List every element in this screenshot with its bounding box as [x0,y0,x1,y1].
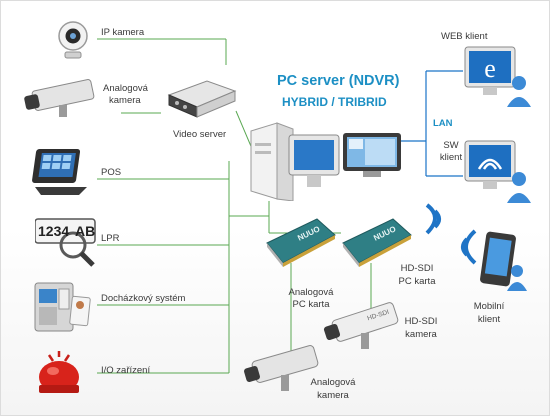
mobile-client-label-2: klient [477,314,501,325]
hdsdi-pc-card-icon: NUUO [339,213,415,274]
lpr-plate-number: 1234 [38,223,70,239]
svg-text:e: e [484,54,496,83]
lpr-plate-letters: AB [75,223,96,239]
web-client-icon: e [463,45,535,116]
wifi-signal-icon [421,201,451,242]
pos-terminal-icon [31,145,91,202]
analog-card-label-1: Analogová [288,287,334,298]
attendance-terminal-icon [31,281,93,340]
lpr-label: LPR [101,233,120,244]
server-monitor-icon [341,131,403,184]
analog-camera-top-label-2: kamera [109,95,141,106]
diagram-title: PC server (NDVR) [277,73,400,89]
attendance-label: Docházkový systém [101,293,186,304]
line-video-server-to-pc [235,110,254,152]
sw-client-label-2: klient [439,152,463,163]
video-server-icon [163,73,239,126]
hdsdi-camera-label-1: HD-SDI [404,316,438,327]
analog-card-label-2: PC karta [292,299,330,310]
video-server-label: Video server [173,129,227,140]
ip-camera-label: IP kamera [101,27,145,38]
wifi-signal-mobile-icon [451,227,481,272]
lan-label: LAN [433,118,453,129]
analog-camera-bottom-icon [239,341,323,402]
sw-client-label-1: SW [443,140,459,151]
lpr-plate-icon: 1234 AB [34,217,101,274]
analog-pc-card-icon: NUUO [263,213,339,274]
analog-camera-bottom-label-1: Analogová [310,377,356,388]
pos-label: POS [101,167,122,178]
mobile-client-label-1: Mobilní [473,301,505,312]
hdsdi-camera-label-2: kamera [405,329,437,340]
analog-camera-bottom-label-2: kamera [317,390,349,401]
alarm-light-icon [35,347,95,400]
hdsdi-card-label-1: HD-SDI [400,263,434,274]
sw-client-icon [463,139,535,210]
analog-camera-icon [19,73,99,126]
io-label: I/O zařízení [101,365,151,376]
web-client-label: WEB klient [441,31,488,42]
analog-camera-top-label-1: Analogová [103,83,148,94]
hdsdi-camera-icon: HD-SDI [319,299,403,360]
mobile-client-icon [479,229,529,298]
pc-server-icon [247,109,341,206]
hdsdi-card-label-2: PC karta [398,276,436,287]
diagram-subtitle: HYBRID / TRIBRID [282,95,387,109]
ip-camera-icon [53,19,93,66]
